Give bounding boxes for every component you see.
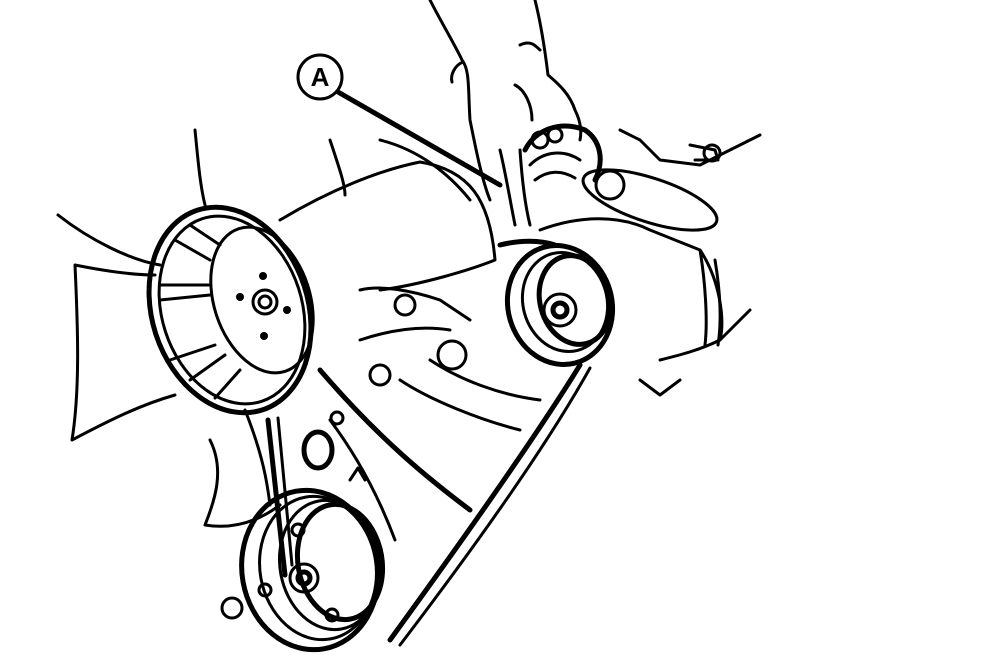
- engine-outline: [193, 128, 762, 207]
- callout-leader-line: [335, 89, 503, 188]
- alternator-pulley: [504, 243, 616, 367]
- hand-illustration: [428, 0, 603, 227]
- fan-clutch-assembly: [146, 204, 315, 416]
- crankshaft-pulley: [220, 487, 386, 653]
- drive-belt: [265, 238, 592, 647]
- callout-a-label: A: [311, 62, 330, 92]
- water-pump-area: [358, 286, 542, 432]
- fan-blades: [56, 160, 497, 528]
- timing-cover: [301, 410, 397, 542]
- callout-a: A: [296, 53, 503, 188]
- alternator: [538, 168, 752, 397]
